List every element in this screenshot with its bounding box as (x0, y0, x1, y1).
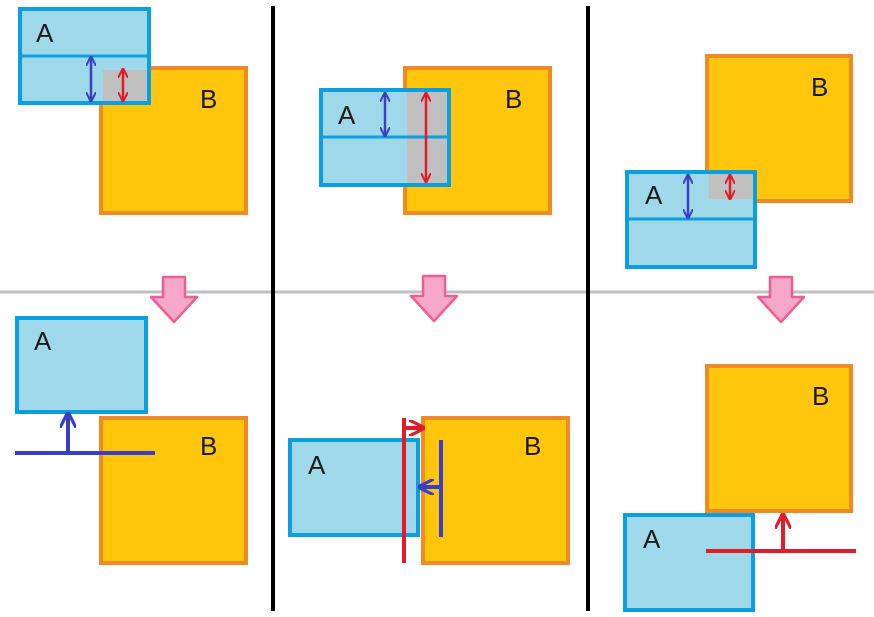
box-a (15, 316, 148, 414)
label-b: B (200, 84, 217, 114)
panel-3-before: A B (625, 54, 853, 269)
box-b (421, 416, 570, 565)
box-b (99, 416, 248, 565)
panel-2-before: A B (319, 66, 552, 215)
down-arrow-icon (409, 274, 459, 323)
panel-1-after: A B (15, 316, 248, 565)
down-arrow-icon (756, 275, 806, 324)
label-b: B (200, 431, 217, 461)
label-b: B (505, 84, 522, 114)
label-b: B (811, 72, 828, 102)
label-a: A (338, 100, 356, 130)
box-b (705, 364, 853, 513)
label-a: A (36, 18, 54, 48)
down-arrow-icon (149, 275, 199, 324)
label-a: A (643, 524, 661, 554)
label-a: A (34, 326, 52, 356)
overlap-region (103, 70, 147, 101)
box-a (288, 438, 420, 537)
label-b: B (812, 381, 829, 411)
panel-3-after: A B (623, 364, 856, 612)
label-a: A (645, 180, 663, 210)
panel-1-before: A B (18, 7, 248, 215)
label-a: A (308, 450, 326, 480)
label-b: B (524, 431, 541, 461)
box-a (623, 513, 755, 612)
panel-2-after: A B (288, 416, 570, 565)
